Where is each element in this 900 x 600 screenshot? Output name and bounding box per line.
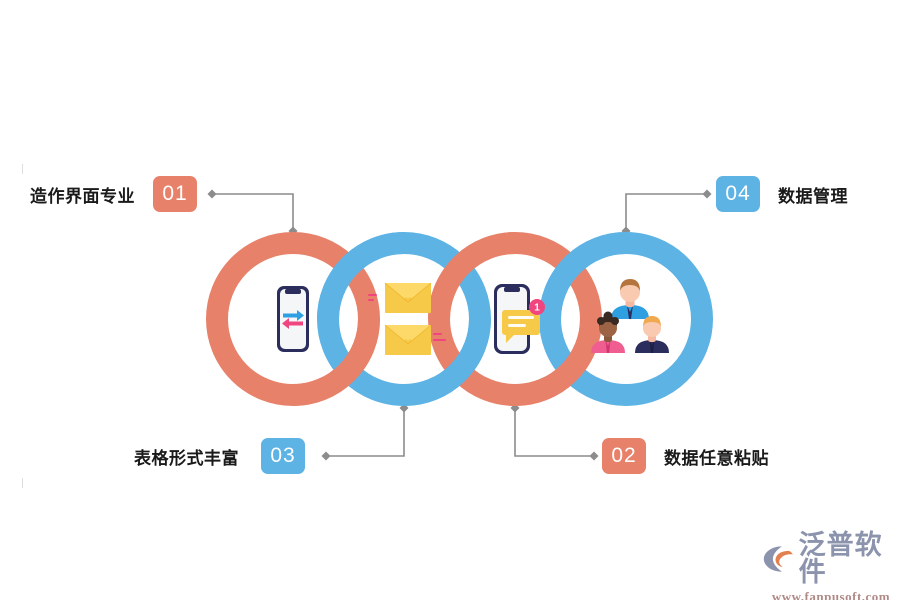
double-envelope-icon	[368, 282, 446, 355]
item-03-label-group[interactable]: 表格形式丰富 03	[134, 438, 305, 474]
item-02-badge[interactable]: 02	[602, 438, 646, 474]
watermark-url: www.fanpusoft.com	[771, 589, 891, 600]
item-03-label: 表格形式丰富	[134, 448, 239, 468]
phone-chat-notification-icon: 1	[494, 284, 545, 354]
ring-interlock-weave	[292, 232, 627, 406]
watermark: 泛普软件 www.fanpusoft.com	[762, 532, 900, 600]
watermark-brand-row: 泛普软件	[762, 532, 900, 586]
item-04-label: 数据管理	[778, 186, 848, 206]
item-02-label: 数据任意粘贴	[664, 448, 769, 468]
item-03-badge[interactable]: 03	[261, 438, 305, 474]
watermark-brand: 泛普软件	[798, 530, 883, 587]
people-team-icon	[591, 279, 669, 353]
fanpu-swoosh-logo-icon	[763, 546, 793, 572]
item-01-label: 造作界面专业	[30, 186, 135, 206]
svg-text:1: 1	[534, 303, 540, 314]
item-01-label-group[interactable]: 造作界面专业 01	[30, 176, 197, 212]
phone-exchange-arrows-icon	[277, 286, 309, 352]
item-01-badge[interactable]: 01	[153, 176, 197, 212]
item-02-label-group[interactable]: 02 数据任意粘贴	[602, 438, 769, 474]
frame-tick-bottom-left	[22, 478, 23, 488]
item-04-badge[interactable]: 04	[716, 176, 760, 212]
item-04-label-group[interactable]: 04 数据管理	[716, 176, 848, 212]
frame-tick-top-left	[22, 164, 23, 174]
